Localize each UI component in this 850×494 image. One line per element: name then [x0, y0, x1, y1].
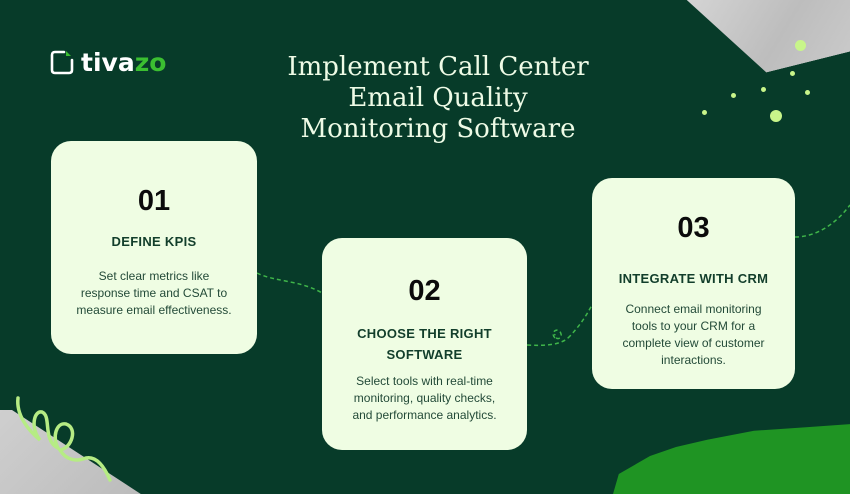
step-heading: INTEGRATE WITH CRM [618, 271, 769, 286]
step-description: Select tools with real-time monitoring, … [322, 373, 527, 424]
step-description: Set clear metrics like response time and… [51, 268, 257, 319]
tivazo-logo: tivazo [50, 49, 166, 75]
description-line: measure email effectiveness. [76, 303, 232, 317]
description-line: Connect email monitoring [625, 302, 762, 316]
logo-mark-icon [50, 49, 74, 75]
step-card-3: 03 INTEGRATE WITH CRM Connect email moni… [592, 178, 795, 389]
step-number: 03 [677, 212, 710, 244]
step-card-2: 02 CHOOSE THE RIGHT SOFTWARE Select tool… [322, 238, 527, 450]
logo-text-main: tiva [81, 47, 135, 77]
description-line: and performance analytics. [352, 408, 497, 422]
logo-text-accent: zo [134, 47, 167, 77]
decor-dot [805, 90, 810, 95]
page-title: Implement Call Center Email Quality Moni… [258, 52, 618, 145]
step-number: 01 [137, 185, 171, 217]
description-line: complete view of customer [622, 336, 765, 350]
description-line: Select tools with real-time [356, 374, 493, 388]
title-line-2: Email Quality [348, 83, 528, 113]
description-line: response time and CSAT to [80, 286, 228, 300]
description-line: interactions. [661, 353, 726, 367]
step-number: 02 [408, 275, 441, 307]
step-heading: DEFINE KPIS [111, 234, 197, 249]
heading-line: CHOOSE THE RIGHT [357, 326, 492, 341]
step-heading: CHOOSE THE RIGHT SOFTWARE [322, 323, 527, 365]
title-line-1: Implement Call Center [287, 52, 589, 82]
decor-dot [770, 110, 782, 122]
decor-dot [731, 93, 736, 98]
decor-dot [795, 40, 806, 51]
step-card-1: 01 DEFINE KPIS Set clear metrics like re… [51, 141, 257, 354]
logo-wordmark: tivazo [81, 50, 166, 75]
step-description: Connect email monitoring tools to your C… [592, 301, 795, 369]
title-line-3: Monitoring Software [300, 114, 576, 144]
decor-dot [702, 110, 707, 115]
description-line: Set clear metrics like [98, 269, 210, 283]
decor-dot [790, 71, 795, 76]
description-line: monitoring, quality checks, [353, 391, 496, 405]
decor-dot [761, 87, 766, 92]
description-line: tools to your CRM for a [631, 319, 756, 333]
heading-line: SOFTWARE [386, 347, 463, 362]
